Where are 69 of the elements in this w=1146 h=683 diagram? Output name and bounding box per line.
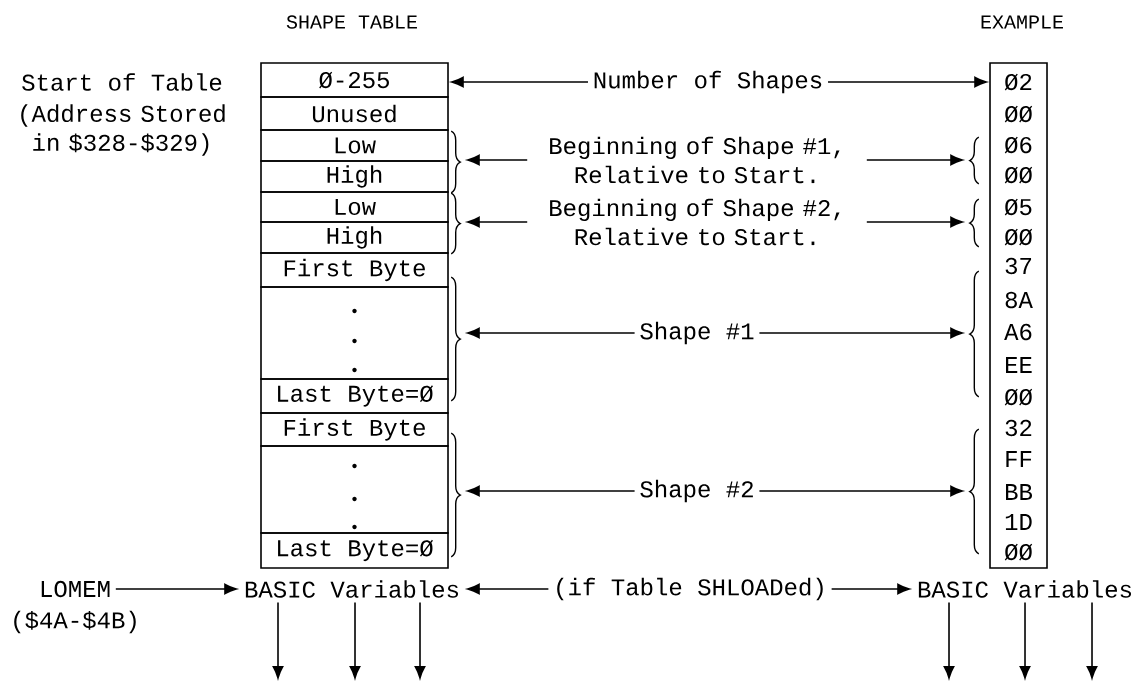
table-cell: High <box>260 221 449 254</box>
brace <box>450 432 461 558</box>
hex-value: 1D <box>1005 514 1032 530</box>
hex-value: FF <box>1006 451 1032 467</box>
side-note: (Address Stored in $328-$329) <box>21 104 225 156</box>
hex-value: ØØ <box>1004 105 1033 123</box>
arrow <box>272 601 284 679</box>
arrow <box>467 485 636 497</box>
arrow <box>943 601 955 679</box>
table-cell: Low <box>260 191 449 223</box>
label-text: (if Table SHLOADed) <box>557 577 823 601</box>
table-cell: High <box>260 160 449 193</box>
arrow <box>758 485 963 497</box>
label-text: Beginning of Shape #2, Relative to Start. <box>550 198 840 246</box>
brace <box>450 192 461 255</box>
arrow <box>467 583 550 595</box>
arrow <box>467 216 528 228</box>
side-note: Start of Table <box>22 73 222 91</box>
arrow <box>758 327 963 339</box>
hex-value: ØØ <box>1004 166 1033 184</box>
arrow <box>414 601 426 679</box>
table-cell: First Byte <box>260 412 449 447</box>
arrow <box>467 327 636 339</box>
hex-value: ØØ <box>1004 388 1033 406</box>
hex-value: A6 <box>1004 323 1032 341</box>
label-text: Number of Shapes <box>594 70 822 94</box>
label-text: BASIC Variables <box>918 580 1131 598</box>
table-cell: Low <box>260 129 449 162</box>
hex-value: Ø6 <box>1004 136 1032 154</box>
table-cell: First Byte <box>260 252 449 288</box>
arrow <box>1086 601 1098 679</box>
table-cell: Last Byte=Ø <box>260 532 449 569</box>
table-cell: Last Byte=Ø <box>260 378 449 414</box>
arrow <box>467 154 528 166</box>
hex-value: ØØ <box>1004 543 1033 561</box>
label-text: BASIC Variables <box>245 580 458 598</box>
label-text: Beginning of Shape #1, Relative to Start. <box>550 136 840 184</box>
arrow <box>866 216 963 228</box>
arrow <box>827 76 987 88</box>
label-text: LOMEM <box>41 580 110 598</box>
arrow <box>349 601 361 679</box>
brace <box>450 130 461 194</box>
address-text: ($4A-$4B) <box>14 610 136 634</box>
arrow <box>451 76 589 88</box>
hex-value: Ø2 <box>1004 73 1032 91</box>
hex-value: 37 <box>1005 257 1032 275</box>
label-text: Shape #1 <box>640 321 754 345</box>
arrow <box>115 583 237 595</box>
table-cell <box>260 445 449 534</box>
heading: SHAPE TABLE <box>286 15 417 29</box>
table-cell: Unused <box>260 96 449 131</box>
table-cell <box>260 286 449 380</box>
label-text: Shape #2 <box>640 479 753 503</box>
brace <box>969 136 980 185</box>
hex-value: ØØ <box>1004 228 1033 246</box>
hex-value: EE <box>1006 357 1032 373</box>
arrow <box>830 583 910 595</box>
hex-value: BB <box>1006 484 1032 500</box>
hex-value: Ø5 <box>1004 198 1032 216</box>
hex-value: 8A <box>1005 291 1033 309</box>
brace <box>969 428 980 555</box>
hex-value: 32 <box>1005 419 1032 437</box>
brace <box>969 270 980 398</box>
arrow <box>1019 601 1031 679</box>
brace <box>969 198 980 248</box>
arrow <box>866 154 963 166</box>
heading: EXAMPLE <box>981 15 1063 29</box>
brace <box>450 276 461 402</box>
table-cell: Ø-255 <box>260 62 449 98</box>
